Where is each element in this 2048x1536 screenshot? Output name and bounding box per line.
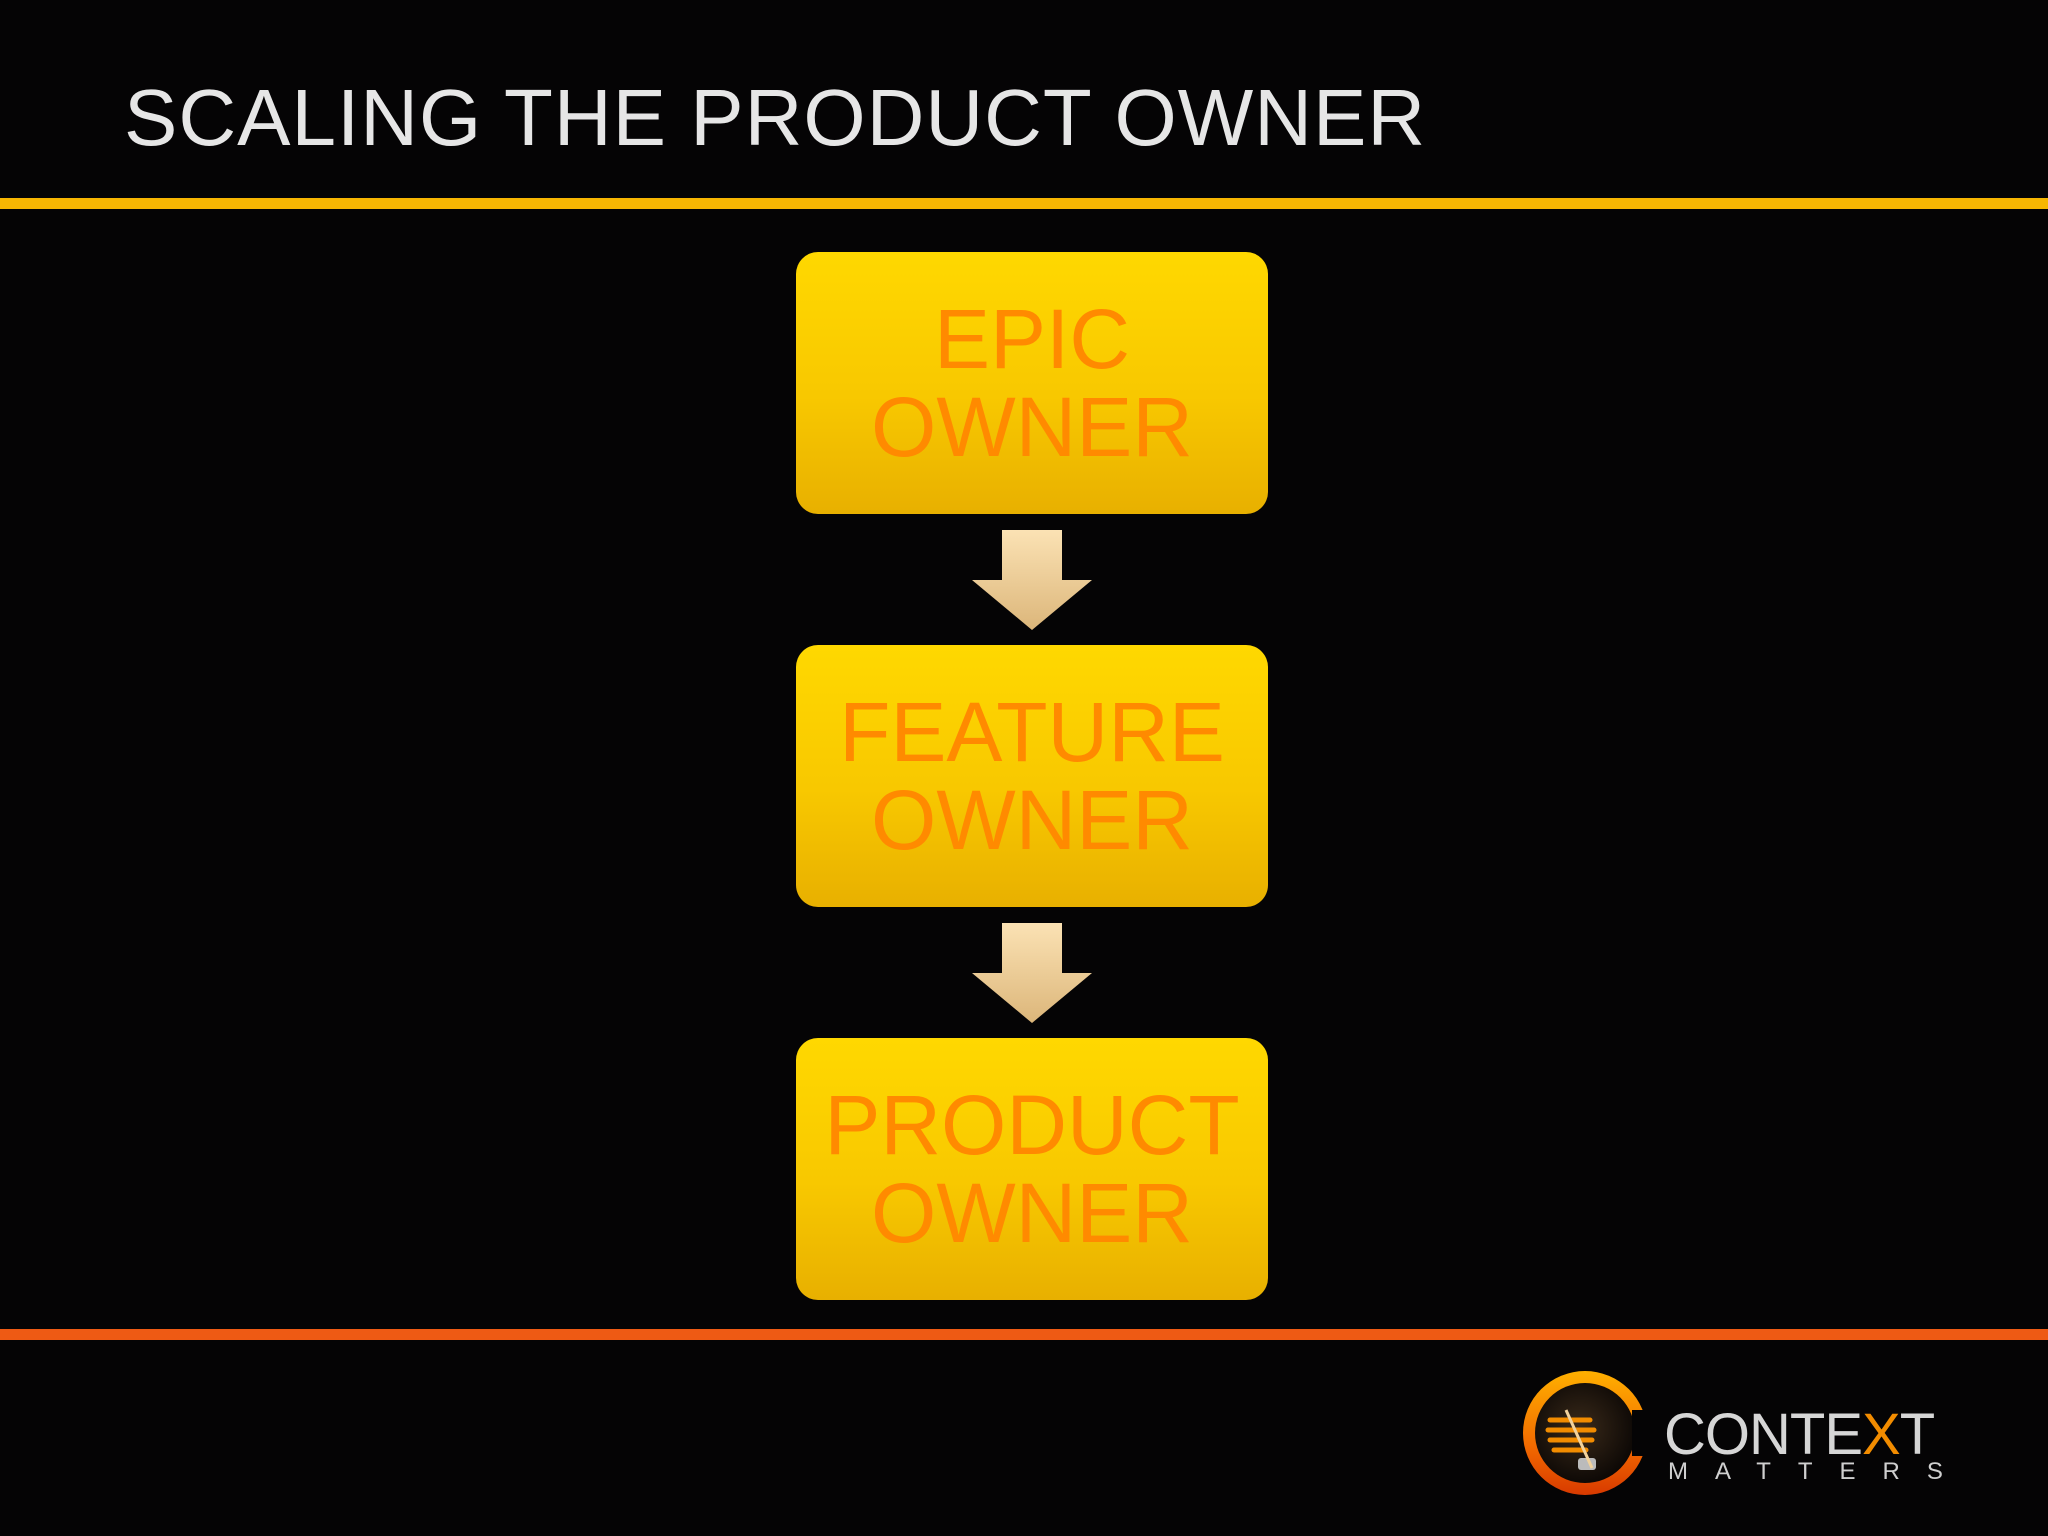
- bottom-divider: [0, 1329, 2048, 1340]
- context-matters-logo-icon: [1523, 1371, 1650, 1495]
- slide-title: SCALING THE PRODUCT OWNER: [124, 73, 1427, 162]
- logo-word-x: X: [1862, 1402, 1901, 1467]
- product-owner-line1: PRODUCT: [824, 1078, 1240, 1172]
- feature-owner-line2: OWNER: [871, 773, 1193, 867]
- context-matters-logo: CONTEXT MATTERS: [1520, 1368, 1960, 1498]
- logo-subtitle: MATTERS: [1668, 1458, 1970, 1485]
- down-arrow-icon: [972, 530, 1092, 630]
- epic-owner-line2: OWNER: [871, 380, 1193, 474]
- feature-owner-box: FEATURE OWNER: [796, 645, 1268, 907]
- logo-wordmark: CONTEXT: [1664, 1406, 1935, 1464]
- down-arrow-icon: [972, 923, 1092, 1023]
- logo-word-part1: CONTE: [1664, 1402, 1863, 1467]
- product-owner-line2: OWNER: [871, 1166, 1193, 1260]
- epic-owner-box: EPIC OWNER: [796, 252, 1268, 514]
- feature-owner-line1: FEATURE: [839, 685, 1225, 779]
- product-owner-box: PRODUCT OWNER: [796, 1038, 1268, 1300]
- epic-owner-line1: EPIC: [933, 292, 1131, 386]
- top-divider: [0, 198, 2048, 209]
- logo-word-part2: T: [1899, 1402, 1935, 1467]
